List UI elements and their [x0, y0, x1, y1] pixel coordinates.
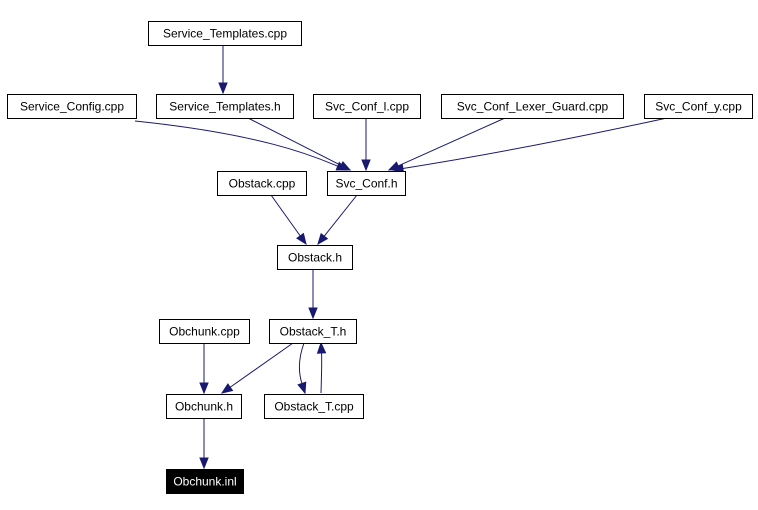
- node-label: Service_Templates.cpp: [163, 27, 287, 41]
- edge-line: [229, 342, 294, 388]
- arrowhead: [308, 307, 318, 320]
- node-box: [156, 94, 294, 119]
- edge-line: [323, 194, 358, 237]
- edge-service_config_cpp-to-svc_conf_h: [134, 120, 349, 171]
- node-box: [166, 469, 244, 494]
- node-box: [313, 94, 421, 119]
- node-obstack-t-h[interactable]: Obstack_T.h: [269, 319, 357, 344]
- node-obchunk-cpp[interactable]: Obchunk.cpp: [159, 319, 250, 344]
- edge-service_templates_cpp-to-service_templates_h: [218, 45, 228, 95]
- edges-layer: [134, 45, 668, 470]
- node-obstack-h[interactable]: Obstack.h: [277, 245, 353, 270]
- edge-svc_conf_h-to-obstack_h: [317, 194, 358, 246]
- node-box: [159, 319, 250, 344]
- node-svc-conf-lexer-guard-cpp[interactable]: Svc_Conf_Lexer_Guard.cpp: [441, 94, 624, 119]
- node-box: [269, 319, 357, 344]
- edge-line: [397, 117, 506, 167]
- arrowhead: [297, 381, 307, 395]
- node-label: Obchunk.cpp: [169, 325, 240, 339]
- arrowhead: [338, 161, 352, 171]
- node-obstack-t-cpp[interactable]: Obstack_T.cpp: [264, 394, 364, 419]
- node-box: [277, 245, 353, 270]
- node-obchunk-inl[interactable]: Obchunk.inl: [166, 469, 244, 494]
- edge-svc_conf_lexer_guard_cpp-to-svc_conf_h: [387, 117, 506, 171]
- node-box: [148, 21, 302, 46]
- node-box: [7, 94, 137, 119]
- edge-line: [298, 342, 305, 384]
- edge-obstack_cpp-to-obstack_h: [270, 194, 307, 246]
- node-box: [441, 94, 624, 119]
- edge-obchunk_h-to-obchunk_inl: [199, 418, 209, 470]
- arrowhead: [199, 457, 209, 470]
- node-service-config-cpp[interactable]: Service_Config.cpp: [7, 94, 137, 119]
- edge-line: [134, 120, 338, 167]
- node-label: Obstack.cpp: [229, 177, 296, 191]
- edge-line: [402, 117, 668, 169]
- edge-obstack_t_cpp-to-obstack_t_h: [316, 341, 327, 394]
- edge-obstack_t_h-to-obstack_t_cpp: [297, 342, 307, 395]
- edge-line: [270, 194, 301, 237]
- node-svc-conf-h[interactable]: Svc_Conf.h: [327, 171, 406, 196]
- node-label: Obchunk.inl: [173, 475, 236, 489]
- node-svc-conf-y-cpp[interactable]: Svc_Conf_y.cpp: [644, 94, 753, 119]
- node-box: [264, 394, 364, 419]
- arrowhead: [316, 341, 327, 354]
- node-box: [644, 94, 753, 119]
- node-obstack-cpp[interactable]: Obstack.cpp: [217, 171, 307, 196]
- edge-service_templates_h-to-svc_conf_h: [247, 117, 352, 171]
- node-box: [166, 394, 242, 419]
- node-obchunk-h[interactable]: Obchunk.h: [166, 394, 242, 419]
- node-label: Obstack.h: [288, 251, 342, 265]
- edge-svc_conf_l_cpp-to-svc_conf_h: [361, 118, 371, 172]
- node-label: Svc_Conf_l.cpp: [325, 100, 409, 114]
- edge-obstack_t_h-to-obchunk_h: [220, 342, 294, 394]
- edge-svc_conf_y_cpp-to-svc_conf_h: [391, 117, 668, 174]
- arrowhead: [220, 383, 234, 394]
- node-label: Service_Config.cpp: [20, 100, 124, 114]
- edge-obstack_h-to-obstack_t_h: [308, 269, 318, 320]
- arrowhead: [361, 159, 371, 172]
- arrowhead: [199, 382, 209, 395]
- node-label: Obchunk.h: [175, 400, 233, 414]
- node-service-templates-h[interactable]: Service_Templates.h: [156, 94, 294, 119]
- node-box: [217, 171, 307, 196]
- node-box: [327, 171, 406, 196]
- edge-obchunk_cpp-to-obchunk_h: [199, 343, 209, 395]
- edge-line: [247, 117, 342, 166]
- edge-line: [320, 352, 323, 394]
- node-label: Svc_Conf.h: [335, 177, 397, 191]
- node-svc-conf-l-cpp[interactable]: Svc_Conf_l.cpp: [313, 94, 421, 119]
- node-label: Svc_Conf_y.cpp: [655, 100, 742, 114]
- arrowhead: [317, 232, 329, 246]
- node-label: Obstack_T.cpp: [274, 400, 354, 414]
- node-label: Obstack_T.h: [280, 325, 347, 339]
- node-service-templates-cpp[interactable]: Service_Templates.cpp: [148, 21, 302, 46]
- arrowhead: [218, 82, 228, 95]
- node-label: Service_Templates.h: [169, 100, 280, 114]
- arrowhead: [296, 232, 307, 246]
- node-label: Svc_Conf_Lexer_Guard.cpp: [457, 100, 609, 114]
